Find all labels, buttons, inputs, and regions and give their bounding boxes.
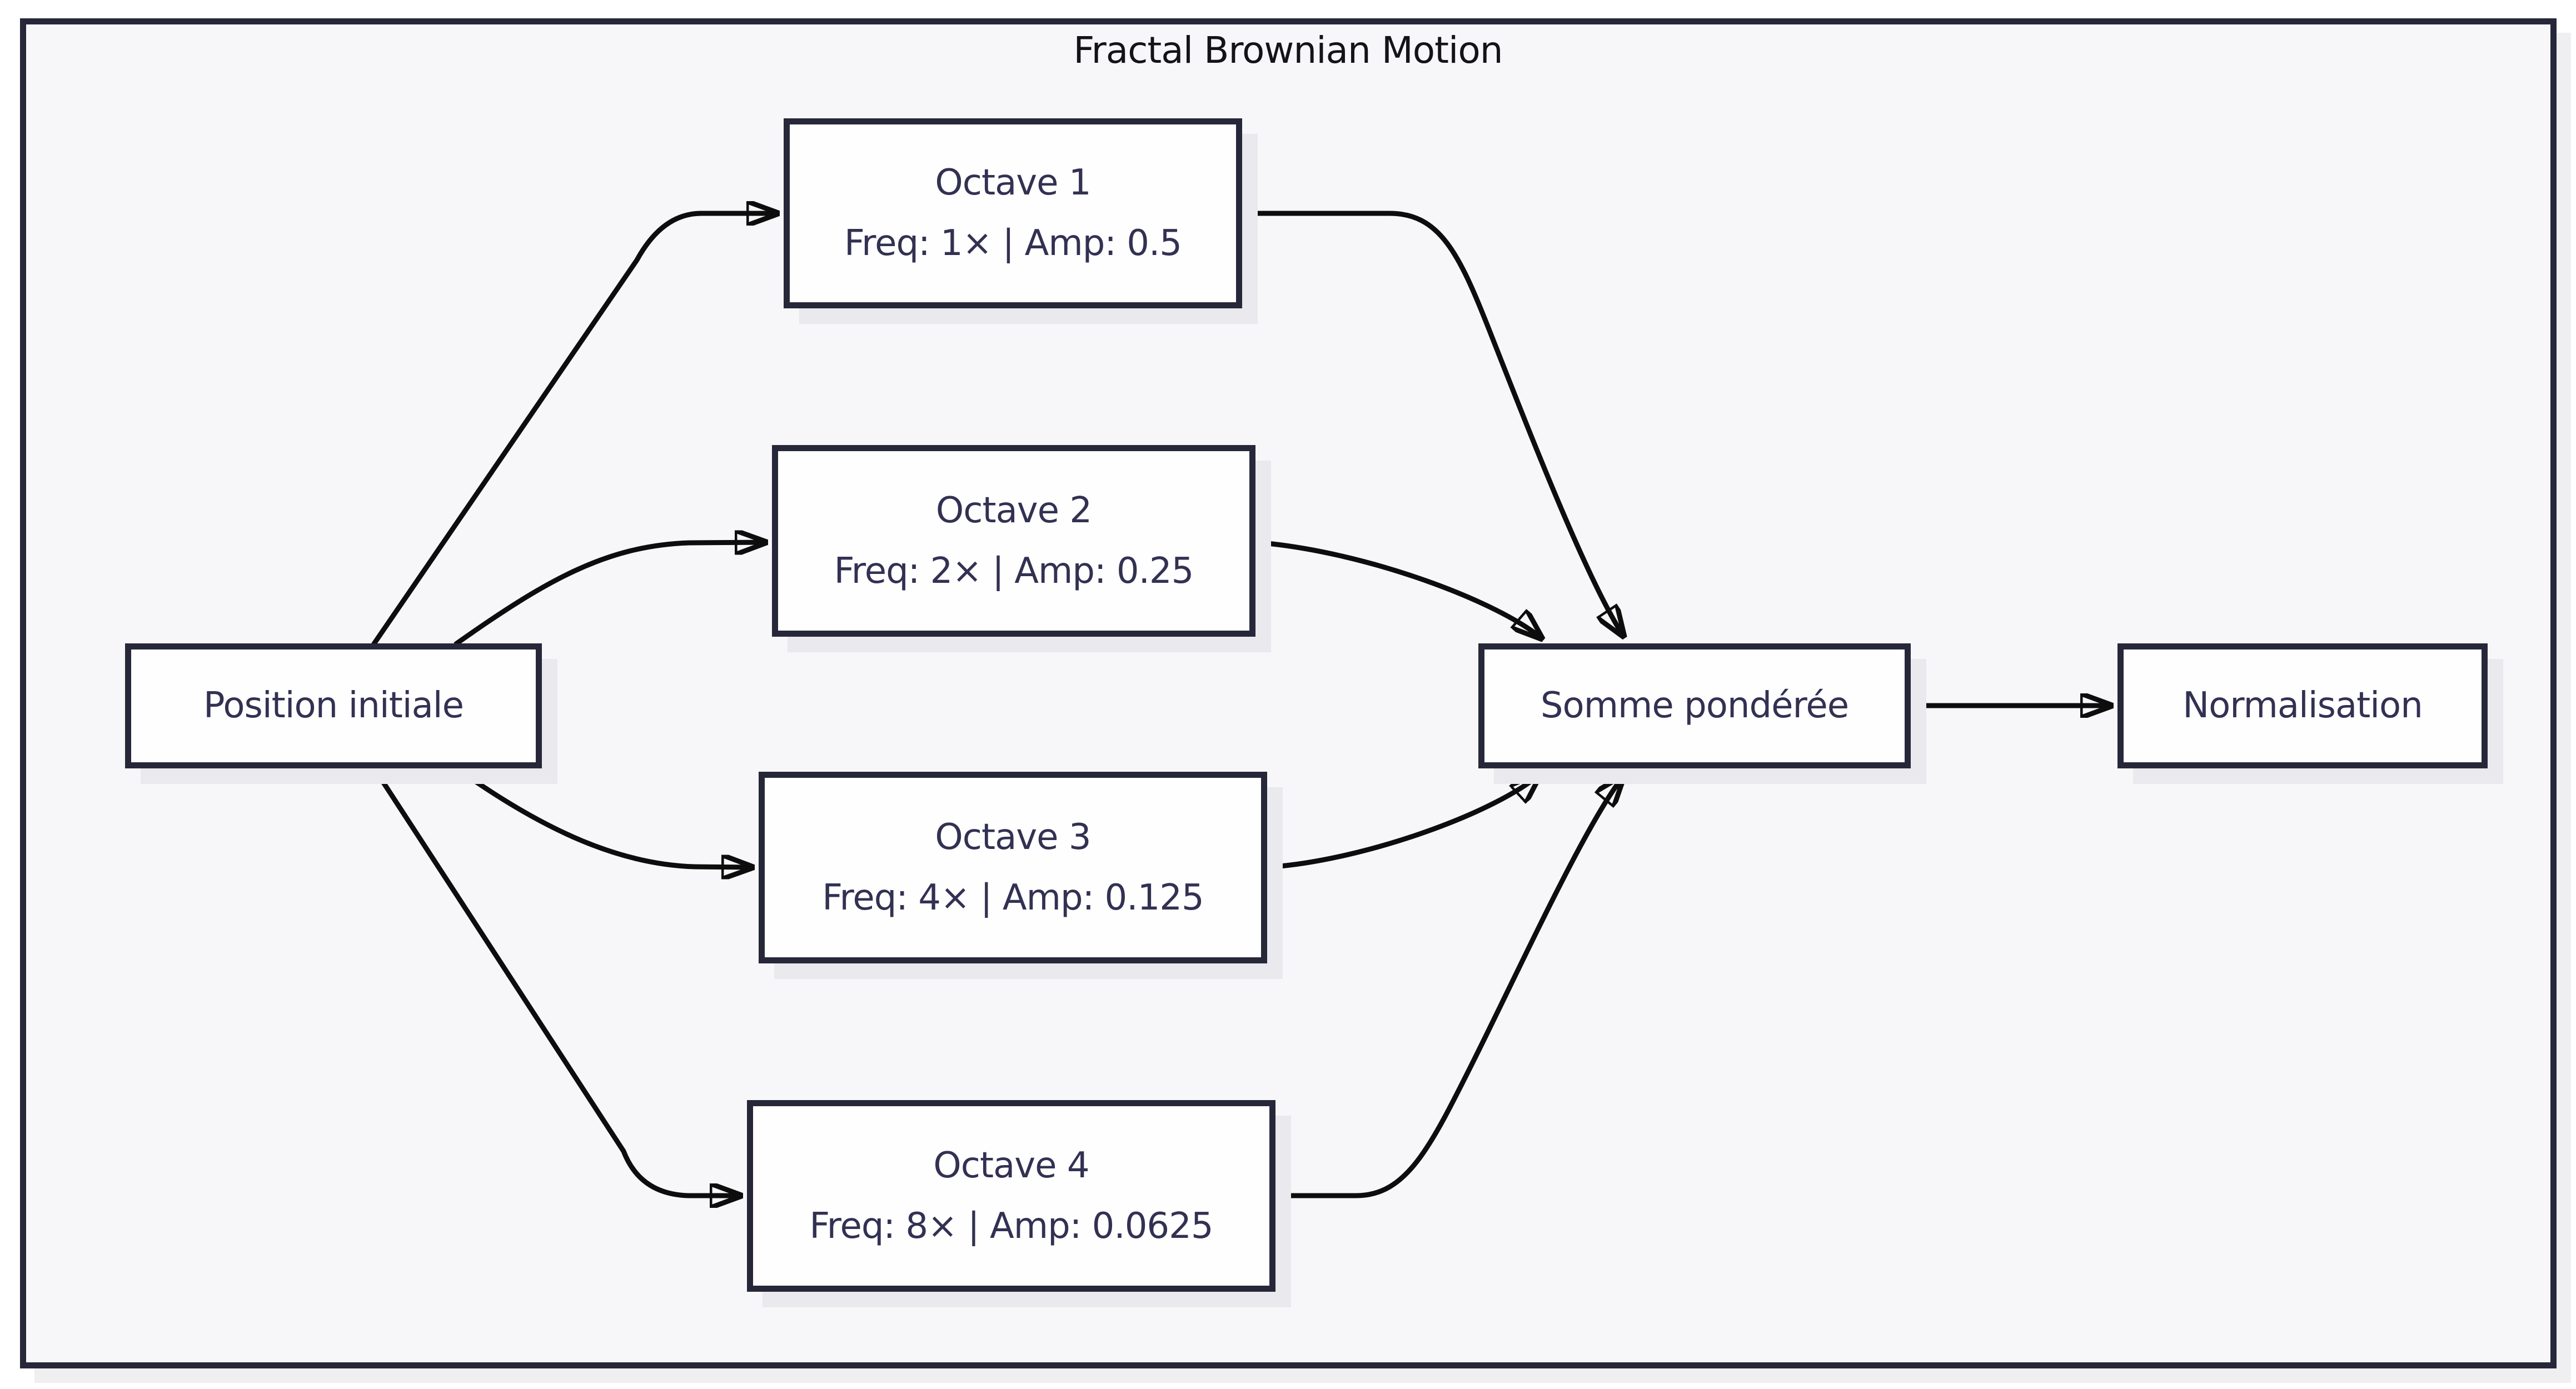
edge-octave3-somme — [1267, 773, 1541, 870]
edge-octave1-somme — [1242, 211, 1624, 637]
node-sublabel: Freq: 4× | Amp: 0.125 — [822, 877, 1204, 918]
node-octave-3: Octave 3 Freq: 4× | Amp: 0.125 — [759, 772, 1267, 963]
node-label: Position initiale — [203, 685, 464, 727]
node-octave-1: Octave 1 Freq: 1× | Amp: 0.5 — [784, 118, 1242, 308]
node-octave-4: Octave 4 Freq: 8× | Amp: 0.0625 — [747, 1100, 1275, 1292]
diagram-title: Fractal Brownian Motion — [1073, 29, 1503, 72]
node-position-initiale: Position initiale — [125, 643, 542, 768]
edge-octave2-somme — [1255, 539, 1542, 639]
node-label: Normalisation — [2183, 685, 2423, 727]
node-label: Octave 2 — [935, 489, 1092, 531]
node-sublabel: Freq: 1× | Amp: 0.5 — [844, 223, 1182, 264]
node-normalisation: Normalisation — [2117, 643, 2488, 768]
node-label: Octave 3 — [935, 816, 1091, 858]
edge-position-octave4 — [371, 766, 741, 1196]
node-somme-ponderee: Somme pondérée — [1478, 643, 1911, 768]
edge-position-octave3 — [454, 765, 753, 867]
node-label: Octave 4 — [933, 1145, 1089, 1186]
node-sublabel: Freq: 2× | Amp: 0.25 — [834, 550, 1194, 592]
node-label: Octave 1 — [935, 162, 1091, 204]
node-sublabel: Freq: 8× | Amp: 0.0625 — [809, 1205, 1213, 1247]
node-octave-2: Octave 2 Freq: 2× | Amp: 0.25 — [772, 445, 1255, 637]
node-label: Somme pondérée — [1540, 685, 1849, 727]
edge-octave4-somme — [1275, 776, 1624, 1198]
edge-position-octave2 — [454, 542, 766, 647]
edge-position-octave1 — [371, 213, 778, 646]
